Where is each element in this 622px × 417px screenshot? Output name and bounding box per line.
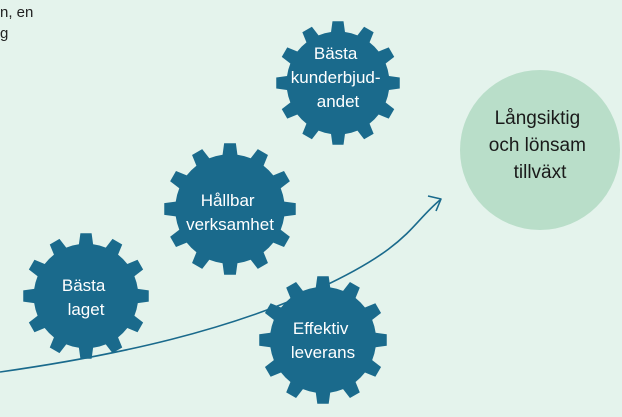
- gear-effektiv-line-1: Effektiv: [293, 319, 349, 338]
- goal-label-line-2: och lönsam: [489, 135, 586, 156]
- gear-kunderbjudandet-line-1: Bästa: [314, 44, 358, 63]
- gear-kunderbjudandet-line-2: kunderbjud-: [291, 68, 381, 87]
- gear-hallbar-line-1: Hållbar: [201, 191, 255, 210]
- svg-text:Effektiv leverans: Effektiv leverans: [291, 319, 355, 362]
- svg-text:Bästa kunderbjud-: Bästa kunderbjud- andet: [291, 44, 386, 111]
- gear-basta-laget: Bästa laget: [23, 233, 149, 359]
- goal-circle: [460, 70, 620, 230]
- goal-label-line-1: Långsiktig: [495, 108, 581, 129]
- gear-hallbar-line-2: verksamhet: [186, 215, 274, 234]
- gear-kunderbjudandet: Bästa kunderbjud- andet: [276, 21, 400, 145]
- gear-hallbar-shape: [164, 143, 296, 275]
- intro-text-fragment: n, en g: [0, 4, 34, 42]
- goal-label-line-3: tillväxt: [514, 162, 568, 183]
- gear-basta-laget-shape: [23, 233, 149, 359]
- gear-effektiv: Effektiv leverans: [259, 276, 387, 404]
- growth-arrow-head: [427, 195, 442, 212]
- gear-hallbar: Hållbar verksamhet: [164, 143, 296, 275]
- gear-kunderbjudandet-shape: [276, 21, 400, 145]
- svg-text:Bästa laget: Bästa laget: [62, 276, 110, 319]
- gear-effektiv-shape: [259, 276, 387, 404]
- gear-basta-laget-line-1: Bästa: [62, 276, 106, 295]
- goal-node: Långsiktig och lönsam tillväxt: [460, 70, 620, 230]
- gear-effektiv-line-2: leverans: [291, 343, 355, 362]
- gear-basta-laget-line-2: laget: [68, 300, 105, 319]
- svg-text:Hållbar verksamhet: Hållbar verksamhet: [186, 191, 274, 234]
- gear-kunderbjudandet-line-3: andet: [317, 92, 360, 111]
- svg-text:Långsiktig och lönsam: Långsiktig och lönsam tillväxt: [489, 108, 591, 183]
